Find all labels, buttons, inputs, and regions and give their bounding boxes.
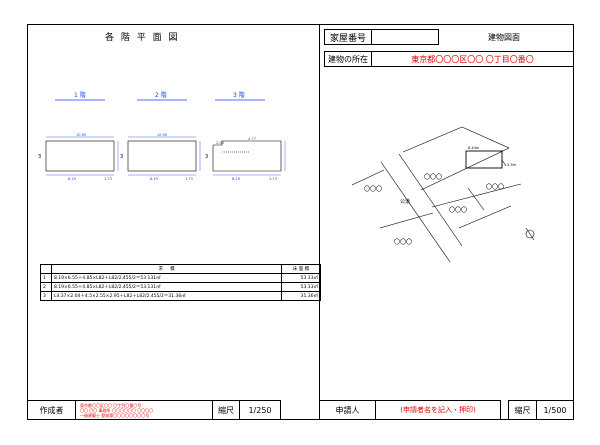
svg-text:1.73: 1.73 [185, 177, 193, 181]
floor-plans-title: 各 階 平 面 図 [105, 33, 180, 43]
svg-text:3: 3 [205, 154, 208, 160]
road-label: 公道 [400, 199, 411, 205]
svg-text:1.73: 1.73 [269, 177, 277, 181]
creator-label: 作成者 [27, 400, 76, 420]
svg-text:5.3m: 5.3m [507, 163, 517, 167]
svg-text:8.19: 8.19 [150, 177, 158, 181]
north-arrow-icon [525, 227, 535, 241]
floor-label-1: 1 階 [74, 92, 86, 99]
floor-3-outline [212, 140, 286, 176]
site-label-5: 〇〇〇 [394, 239, 413, 246]
scale-label-right: 縮尺 [508, 400, 537, 420]
floor-1-outline [45, 136, 119, 176]
floor-label-2: 2 階 [155, 92, 167, 99]
calc-header: 求 積 [51, 264, 282, 274]
svg-text:8.44m: 8.44m [468, 146, 480, 150]
site-label-1: 〇〇〇 [364, 186, 383, 193]
svg-text:2.04: 2.04 [216, 141, 225, 145]
svg-text:10.95: 10.95 [157, 133, 167, 137]
site-label-4: 〇〇〇 [449, 207, 468, 214]
floor-label-3: 3 階 [233, 92, 245, 99]
table-row: 2 8.19×6.55＋4.85×L82＋L82/2.455/2＝53.131㎡… [40, 282, 321, 292]
table-row: 3 L4.37×2.04＋4.5×2.55×2.95＋L82＋L82/2.455… [40, 291, 321, 301]
applicant-value[interactable]: (申請者名を記入・押印) [375, 400, 501, 420]
scale-value-left: 1/250 [239, 400, 281, 420]
location-value[interactable]: 東京都〇〇〇区〇〇 〇丁目〇番〇 [371, 51, 574, 67]
svg-text:10.95: 10.95 [76, 133, 86, 137]
area-header: 床 面 積 [281, 264, 321, 274]
scale-label-left: 縮尺 [212, 400, 240, 420]
floor-2-outline [127, 136, 201, 176]
table-header-row: 求 積 床 面 積 [40, 264, 321, 274]
svg-text:8.19: 8.19 [232, 177, 240, 181]
site-label-2: 〇〇〇 [424, 174, 443, 181]
svg-text:3: 3 [120, 154, 123, 160]
svg-text:8.19: 8.19 [68, 177, 76, 181]
site-label-3: 〇〇〇 [486, 184, 505, 191]
area-calculation-table: 求 積 床 面 積 1 8.19×6.55＋4.85×L82＋L82/2.455… [40, 264, 321, 301]
scale-value-right: 1/500 [536, 400, 574, 420]
site-map [351, 126, 522, 263]
svg-text:3: 3 [38, 154, 41, 160]
house-number-value[interactable] [371, 29, 439, 45]
svg-text:4.77: 4.77 [248, 137, 256, 141]
svg-text:1.73: 1.73 [104, 177, 112, 181]
table-row: 1 8.19×6.55＋4.85×L82＋L82/2.455/2＝53.131㎡… [40, 273, 321, 283]
creator-details[interactable]: 東京都〇〇区〇〇 〇丁目〇番〇号 〇〇 〇〇 事務所 〇〇〇〇〇〇 〇〇〇〇 一… [75, 400, 213, 420]
building-drawing-title: 建物図面 [488, 33, 520, 42]
applicant-label: 申請人 [319, 400, 376, 420]
